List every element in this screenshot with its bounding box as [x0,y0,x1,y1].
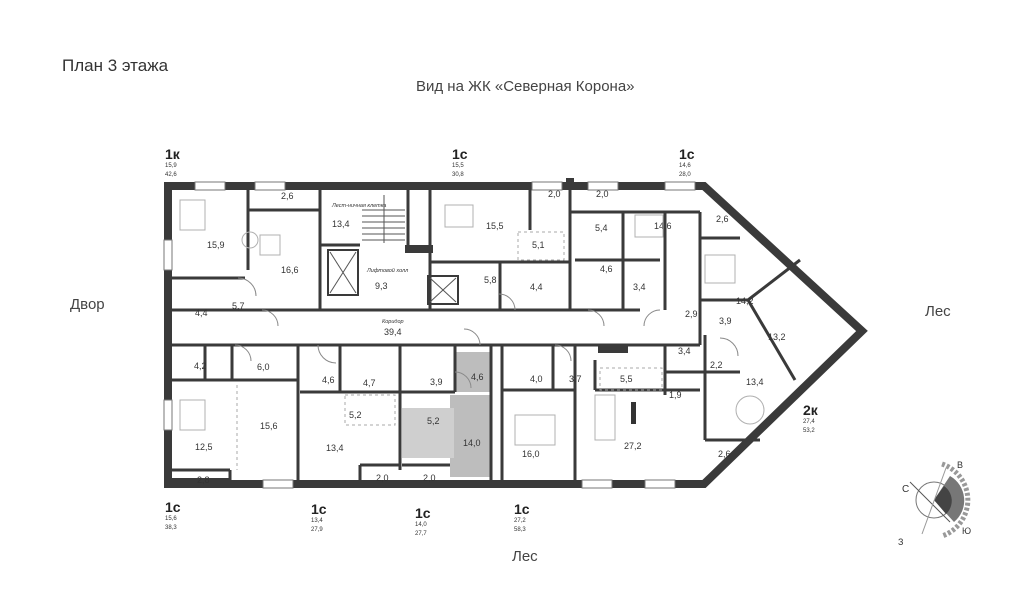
room-area: 16,0 [522,449,540,459]
room-area: 14,0 [463,438,481,448]
column [631,402,636,424]
corridor-label: Коридор [382,319,404,325]
room-area: 1,9 [669,390,682,400]
room-area: 4,4 [530,282,543,292]
room-area: 3,7 [569,374,582,384]
view-right-label: Лес [925,303,951,320]
room-area: 5,2 [427,416,440,426]
view-left-label: Двор [70,296,105,313]
room-area: 4,4 [195,308,208,318]
windows [163,181,696,489]
room-area: 5,1 [532,240,545,250]
compass-north: С [902,484,909,495]
room-area: 13,4 [326,443,344,453]
room-area: 2,6 [716,214,729,224]
compass-west: З [898,537,903,547]
apartment-label: 1к 15,9 42,6 [165,146,180,178]
apartment-label: 1с 27,2 58,3 [514,501,530,533]
room-area: 39,4 [384,327,402,337]
apartment-label: 1с 15,5 30,8 [452,146,468,178]
room-area: 13,4 [746,377,764,387]
room-area: 4,2 [194,361,207,371]
room-area: 2,2 [710,360,723,370]
room-area: 14,2 [736,296,754,306]
room-area: 4,7 [363,378,376,388]
view-top-label: Вид на ЖК «Северная Корона» [416,78,635,95]
page-title: План 3 этажа [62,56,169,75]
room-areas: 2,6 15,9 16,6 4,4 5,7 13,4 9,3 39,4 15,5… [194,189,786,485]
room-area: 13,2 [768,332,786,342]
room-area: 15,9 [207,240,225,250]
room-area: 16,6 [281,265,299,275]
room-area: 5,7 [232,301,245,311]
room-area: 13,4 [332,219,350,229]
staircase [362,195,405,243]
room-area: 6,0 [257,362,270,372]
lift-hall-label: Лифтовой холл [366,267,408,274]
apartment-label: 1с 13,4 27,9 [311,501,327,533]
room-area: 15,6 [260,421,278,431]
room-area: 5,2 [349,410,362,420]
zoning-lines [236,231,663,470]
room-area: 2,0 [548,189,561,199]
room-area: 5,4 [595,223,608,233]
highlighted-apartment [402,352,491,477]
room-area: 2,0 [596,189,609,199]
room-area: 4,6 [471,372,484,382]
room-area: 15,5 [486,221,504,231]
sun-arc [934,461,971,539]
apartment-label: 1с 14,6 28,0 [679,146,695,178]
compass-rose: С В Ю З [898,460,971,547]
compass-east: В [957,460,963,470]
room-area: 5,8 [484,275,497,285]
room-area: 2,6 [718,449,731,459]
room-area: 2,8 [197,475,210,485]
interior-walls [172,190,801,484]
room-area: 3,4 [633,282,646,292]
door-swings [234,277,739,389]
room-area: 3,9 [430,377,443,387]
room-area: 5,5 [620,374,633,384]
room-area: 9,3 [375,281,388,291]
room-area: 4,6 [600,264,613,274]
room-names: Лест-ничная клетка Лифтовой холл Коридор [331,203,408,325]
room-area: 12,5 [195,442,213,452]
room-area: 27,2 [624,441,642,451]
room-area: 2,0 [376,473,389,483]
apartment-label: 1с 14,0 27,7 [415,505,431,537]
lift-shafts [329,251,457,303]
view-bottom-label: Лес [512,548,538,565]
compass-south: Ю [962,526,971,536]
apartment-label: 2к 27,4 53,2 [803,402,818,434]
room-area: 2,6 [281,191,294,201]
room-area: 2,0 [423,473,436,483]
apartment-label: 1с 15,6 38,3 [165,499,181,531]
furniture [179,199,765,446]
room-area: 3,9 [719,316,732,326]
room-area: 4,6 [322,375,335,385]
room-area: 3,4 [678,346,691,356]
stair-label: Лест-ничная клетка [331,203,386,209]
room-area: 2,9 [685,309,698,319]
room-area: 4,0 [530,374,543,384]
wall-columns [168,178,628,484]
